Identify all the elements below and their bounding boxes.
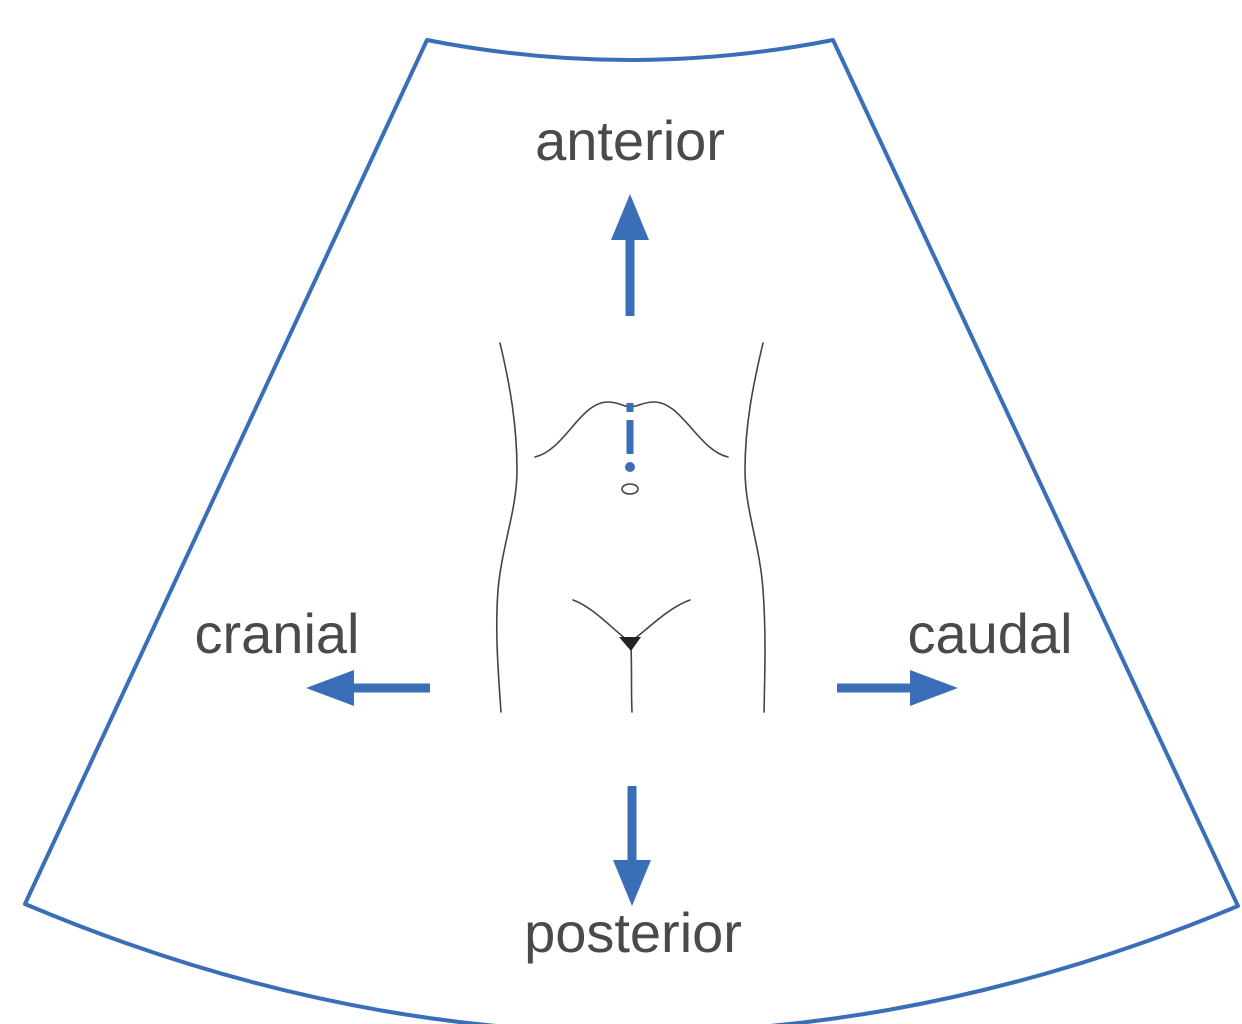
label-anterior: anterior [535,109,725,172]
torso-drawing [497,343,765,712]
groin-lines [573,600,690,642]
arrow-cranial [306,670,430,706]
arrow-anterior [611,194,649,316]
groin-midline [631,648,632,712]
navel [622,484,638,494]
arrow-posterior [613,786,651,906]
torso-left-flank [497,343,517,712]
pubic-mark [619,637,641,651]
transducer-position-marker [625,403,635,472]
arrow-caudal [837,670,958,706]
label-caudal: caudal [907,602,1072,665]
label-cranial: cranial [195,602,360,665]
label-posterior: posterior [524,901,742,964]
torso-right-flank [745,343,765,712]
